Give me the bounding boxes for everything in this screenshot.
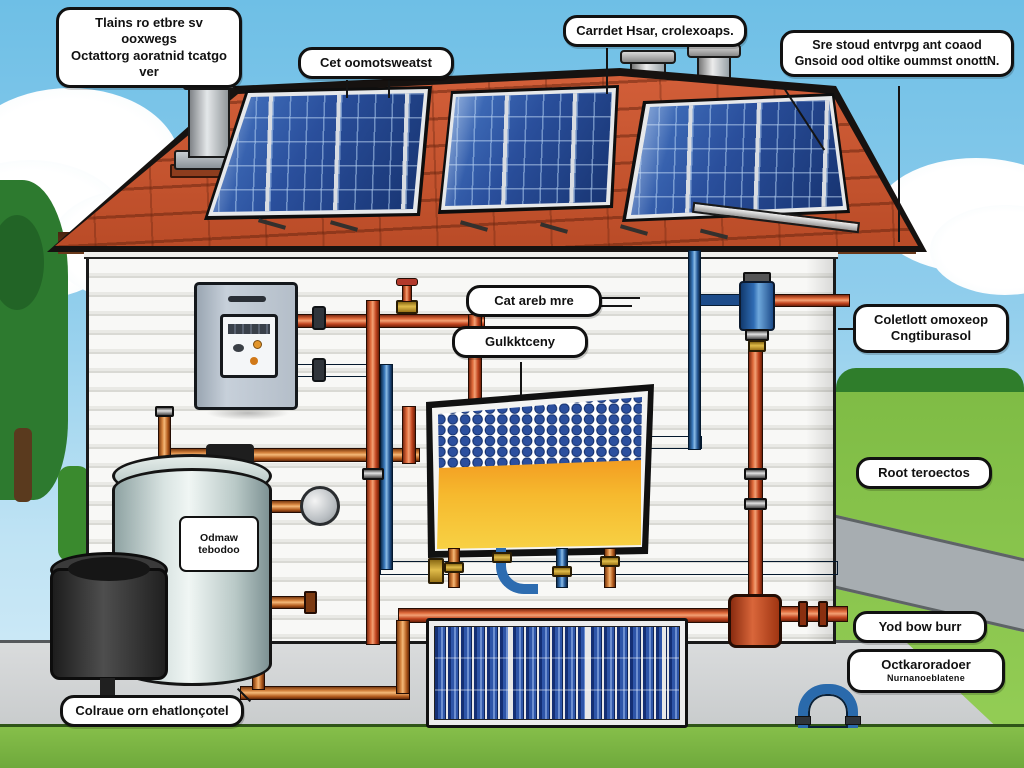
outlet-ring-2 [818,601,828,627]
indicator-orange-2 [250,357,258,365]
label-text: Tlains ro etbre sv ooxwegs [95,15,203,47]
label-line-panels-1 [346,80,348,98]
label-text: Octattorg aoratnid tcatgo ver [70,47,227,79]
grass-strip [0,724,1024,768]
collector-stub-copper-2 [604,548,616,588]
hot-outlet-pipe [780,606,848,622]
u-pipe-foot-right [845,716,861,725]
label-text: Coletlott omoxeop [873,312,989,327]
collector-stub-nut-3 [552,566,572,577]
valve-stem [402,284,412,302]
bush-left [58,466,90,562]
pipe-coupling [362,468,384,480]
label-line-collector-a [600,297,640,299]
tank-label: Odmaw tebodoo [179,516,259,572]
label-line-panels-2 [388,80,390,98]
circulation-pump [739,281,775,331]
label-text: Gulkktceny [484,334,556,349]
solar-array-right [631,100,843,215]
solar-array-center [445,92,612,206]
drain-u-pipe [798,684,858,728]
wall-shadow-right [806,259,833,641]
tree-trunk [14,428,32,502]
label-line-collector-c [520,362,522,396]
label-line-right-roof [898,86,900,242]
label-line-pump [838,328,855,330]
pipe-coupling [155,406,174,417]
label-text: Carrdet Hsar, crolexoaps. [576,23,734,38]
chimney-pipe [188,86,230,158]
pipe-hot-pump-right [770,294,850,307]
pipe-cold-riser [380,364,393,570]
label-roof-vents: Carrdet Hsar, crolexoaps. [563,15,747,48]
expansion-barrel [50,568,168,680]
label-text: Yod bow burr [878,619,962,634]
pipe-coupling [744,498,767,510]
label-text: Octkaroradoer [881,657,971,672]
collector-stub-nut-1 [444,562,464,573]
valve-handle [396,278,418,286]
collector-stub-nut-4 [600,556,620,567]
fascia [84,250,838,259]
control-panel-slot [228,296,266,302]
label-text: Root teroectos [878,465,970,480]
label-top-center: Cet oomotsweatst [298,47,454,80]
pipe-copper-floor-elbow [396,620,410,694]
label-right-mid: Root teroectos [856,457,992,490]
solar-array-left [213,93,424,212]
label-bottom-left: Colraue orn ehatlonçotel [60,695,244,728]
tank-stub-cap-lower [304,591,317,614]
label-text: Cat areb mre [494,293,574,308]
collector-hose-cold [496,548,538,594]
roof-vent-1-cap [620,50,676,64]
radiator-slats [434,626,680,720]
pressure-gauge [300,486,340,526]
label-right-bottom: Octkaroradoer Nurnanoeblatene [847,649,1005,693]
label-right-lower: Yod bow burr [853,611,987,644]
pipe-copper-floor-run [240,686,410,700]
valve-body [396,300,418,314]
expansion-barrel-lid [68,557,150,581]
label-text: Cet oomotsweatst [320,55,432,70]
label-text: Colraue orn ehatlonçotel [75,703,229,718]
pipe-cold-eave-down [688,250,701,450]
label-line-collector-b [600,305,632,307]
indicator-orange-1 [253,340,262,349]
label-text: Gnsoid ood oltike oummst onottN. [794,53,1000,68]
label-collector-lower: Gulkktceny [452,326,588,359]
pipe-hot-collector-elbow [402,406,416,464]
label-top-right: Sre stoud entvrpg ant coaod Gnsoid ood o… [780,30,1014,78]
hot-outlet-fitting [728,594,782,648]
label-line-vents [606,48,608,94]
pump-brass-nut [748,340,766,352]
collector-stub-nut-2 [492,552,512,563]
collector-hot-body [437,460,641,549]
u-pipe-foot-left [795,716,811,725]
pipe-pump-left-link [700,294,744,306]
label-collector-upper: Cat areb mre [466,285,602,318]
display-readout [228,324,270,334]
label-text: Nurnanoeblatene [886,673,965,684]
label-text: Sre stoud entvrpg ant coaod [812,38,982,52]
panel-connector-hot [312,306,326,330]
outlet-ring-1 [798,601,808,627]
indicator-dark [233,344,244,352]
tank-label-line1: Odmaw [200,532,238,544]
tree-left-shade [0,215,44,310]
pipe-coupling [744,468,767,480]
label-text: Cngtiburasol [890,328,972,344]
label-right-upper: Coletlott omoxeop Cngtiburasol [853,304,1009,353]
collector-unit [422,382,658,564]
panel-connector-cold [312,358,326,382]
pipe-copper-tank-riser [158,410,171,458]
collector-drain-valve [428,558,444,584]
label-top-left: Tlains ro etbre sv ooxwegs Octattorg aor… [56,7,242,88]
tank-label-line2: tebodoo [198,544,240,556]
